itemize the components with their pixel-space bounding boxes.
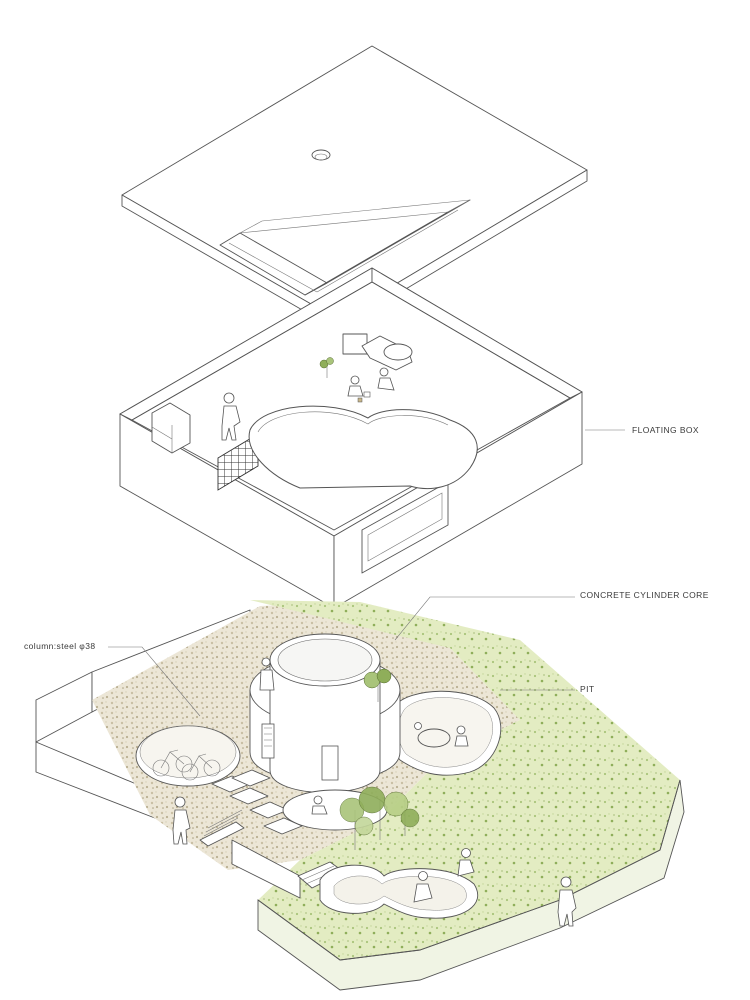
concrete-cylinder-core [249, 633, 401, 831]
pit [389, 690, 502, 776]
roof-slab [121, 45, 588, 331]
label-column-steel: column:steel φ38 [24, 641, 96, 651]
floating-box [119, 267, 583, 609]
bicycles [152, 749, 221, 781]
label-pit: PIT [580, 684, 595, 694]
label-floating-box: FLOATING BOX [632, 425, 699, 435]
people [172, 796, 577, 927]
trees [339, 668, 420, 850]
label-concrete-cylinder-core: CONCRETE CYLINDER CORE [580, 590, 709, 600]
grid-window [217, 433, 259, 491]
leader-lines [108, 429, 625, 717]
